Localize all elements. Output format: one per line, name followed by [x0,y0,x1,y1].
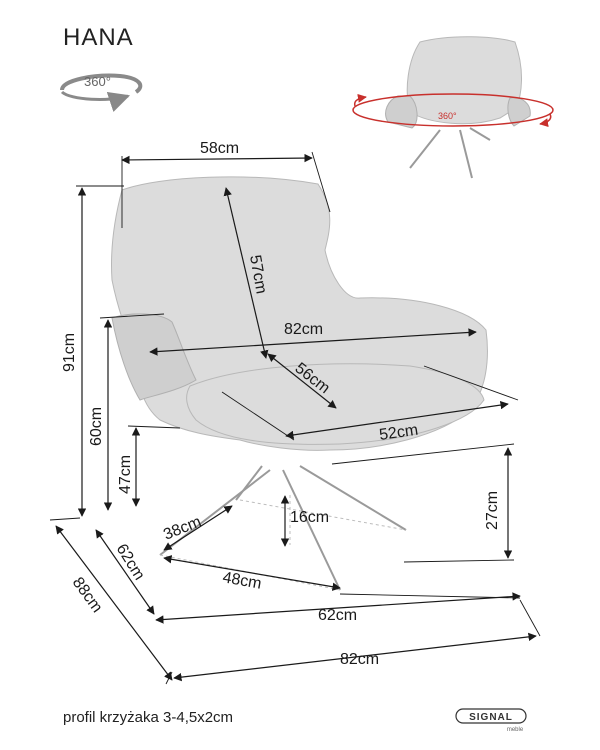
dim-seat-width: 52cm [221,365,519,444]
dim-base-side-b: 62cm [95,529,155,615]
dim-total-width: 82cm [149,321,477,356]
dim-base-width: 62cm [155,592,521,624]
rotation-icon-label: 360° [84,74,111,89]
dim-base-height: 27cm [331,443,515,563]
dim-bottom-width: 82cm [165,599,541,685]
dim-seat-height-label: 47cm [117,455,134,494]
dim-seat-width-label: 52cm [378,422,419,444]
product-title: HANA [63,24,134,51]
dim-armrest-height-label: 60cm [88,407,105,446]
dim-base-clearance: 16cm [280,495,329,547]
brand-name: SIGNAL [469,712,513,723]
dim-base-side-a: 38cm [161,505,233,551]
brand-sub: meble [507,727,524,733]
dim-bottom-width-label: 82cm [340,651,379,668]
dim-base-height-label: 27cm [484,491,501,530]
dim-total-depth-label: 88cm [69,574,106,616]
dim-backrest-height-label: 57cm [246,254,270,295]
dim-total-height-label: 91cm [61,333,78,372]
base-profile-note: profil krzyżaka 3-4,5x2cm [63,709,234,726]
dim-total-height: 91cm [61,185,124,517]
dim-base-clearance-label: 16cm [290,509,329,526]
rotation-thumbnail: 360° [352,36,554,179]
dim-backrest-width: 58cm [121,140,331,228]
dim-total-depth: 88cm [49,517,173,681]
rotation-thumbnail-label: 360° [438,111,457,121]
dim-base-width-label: 62cm [318,607,357,624]
dim-backrest-width-label: 58cm [200,140,239,157]
dim-base-diagonal-label: 48cm [221,569,262,593]
dim-total-width-label: 82cm [284,321,323,338]
brand-logo: SIGNAL meble [455,708,527,733]
dim-base-diagonal: 48cm [163,555,341,593]
dim-base-side-a-label: 38cm [161,513,204,543]
dim-armrest-height: 60cm [88,313,165,511]
rotation-icon: 360° [60,73,143,112]
dim-seat-height: 47cm [117,425,181,507]
